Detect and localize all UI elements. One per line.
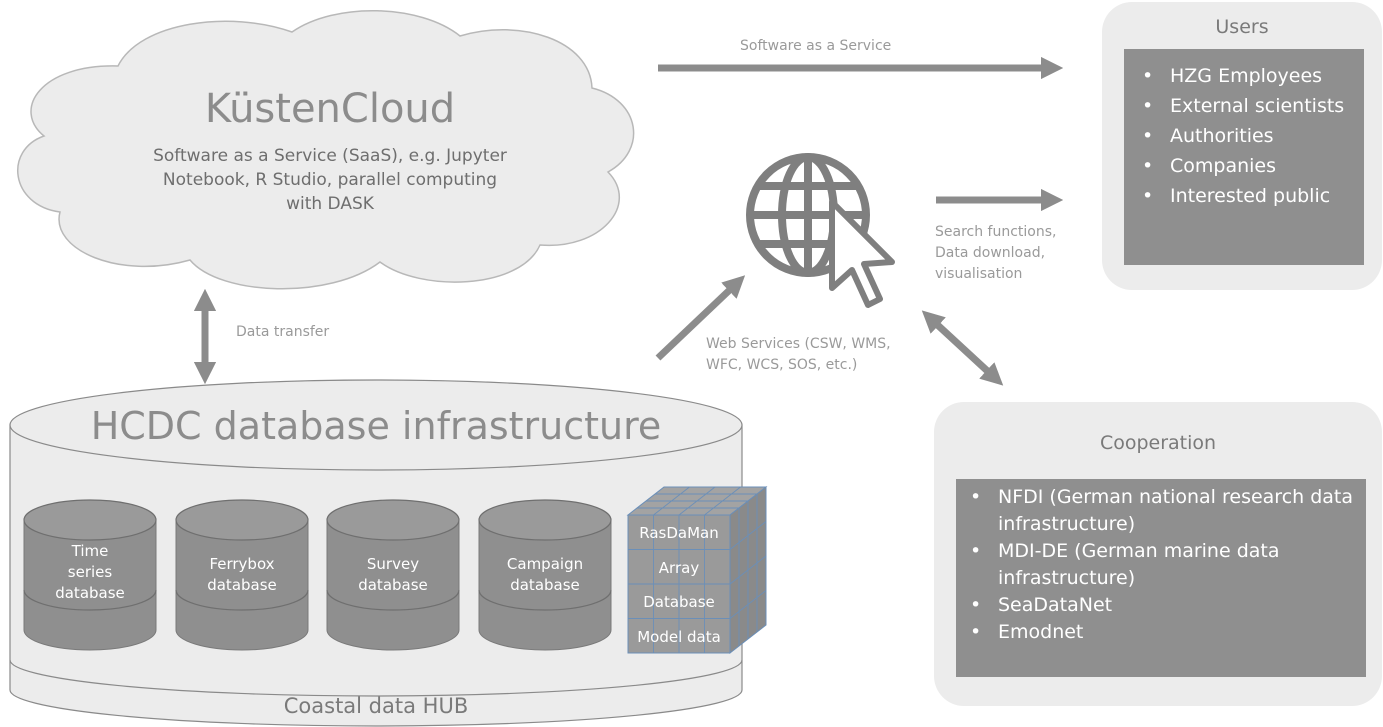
users-panel: Users HZG Employees External scientists … bbox=[1102, 2, 1382, 290]
time-series-db-label: Time series database bbox=[24, 541, 156, 604]
cloud-subtitle-line: with DASK bbox=[286, 194, 374, 214]
cooperation-list-item: SeaDataNet bbox=[956, 592, 1366, 619]
search-label-line: Search functions, bbox=[935, 224, 1057, 240]
arrow-cooperation bbox=[921, 310, 1004, 386]
data-transfer-label: Data transfer bbox=[236, 324, 330, 340]
db-label-line: database bbox=[510, 576, 580, 594]
db-label-line: database bbox=[55, 584, 125, 602]
hcdc-cylinder-inner-rim bbox=[9, 659, 743, 697]
array-db-label-database: Database bbox=[643, 593, 715, 611]
web-services-label-line: WFC, WCS, SOS, etc.) bbox=[706, 357, 858, 373]
web-services-label: Web Services (CSW, WMS, WFC, WCS, SOS, e… bbox=[706, 334, 891, 376]
cloud-shape bbox=[17, 10, 635, 290]
cooperation-list-item: Emodnet bbox=[956, 619, 1366, 646]
cooperation-panel: Cooperation NFDI (German national resear… bbox=[934, 402, 1382, 706]
db-label-line: Campaign bbox=[506, 555, 584, 573]
db-label-line: series bbox=[67, 563, 113, 581]
cooperation-list-item: MDI-DE (German marine data infrastructur… bbox=[956, 538, 1366, 592]
arrow-web-services bbox=[655, 275, 746, 361]
db-label-line: Ferrybox bbox=[209, 555, 275, 573]
campaign-db-label: Campaign database bbox=[479, 554, 611, 596]
db-label-line: database bbox=[207, 576, 277, 594]
database-cylinder-time-series bbox=[23, 499, 157, 651]
array-db-label-rasdaman: RasDaMan bbox=[639, 524, 719, 542]
database-cylinder-campaign bbox=[478, 499, 612, 651]
array-database-cube bbox=[626, 485, 768, 655]
search-label-line: Data download, bbox=[935, 245, 1046, 261]
database-cylinder-ferrybox bbox=[175, 499, 309, 651]
hcdc-title: HCDC database infrastructure bbox=[90, 404, 662, 448]
ferrybox-db-label: Ferrybox database bbox=[176, 554, 308, 596]
db-label-line: database bbox=[358, 576, 428, 594]
cursor-icon bbox=[829, 199, 895, 308]
cloud-subtitle: Software as a Service (SaaS), e.g. Jupyt… bbox=[60, 144, 600, 216]
cooperation-title: Cooperation bbox=[1099, 432, 1217, 454]
db-label-line: Time bbox=[71, 542, 109, 560]
cloud-subtitle-line: Notebook, R Studio, parallel computing bbox=[162, 170, 498, 190]
database-cylinder-survey bbox=[326, 499, 460, 651]
coastal-hub-label: Coastal data HUB bbox=[283, 694, 469, 718]
cloud-title: KüstenCloud bbox=[204, 86, 456, 132]
array-db-label-model-data: Model data bbox=[637, 628, 721, 646]
cooperation-list-item: NFDI (German national research data infr… bbox=[956, 484, 1366, 538]
cooperation-list: NFDI (German national research data infr… bbox=[956, 479, 1366, 677]
search-label-line: visualisation bbox=[935, 266, 1023, 282]
users-list-item: Interested public bbox=[1124, 181, 1364, 211]
users-list-item: External scientists bbox=[1124, 91, 1364, 121]
hcdc-cylinder-top bbox=[9, 379, 743, 471]
cloud-subtitle-line: Software as a Service (SaaS), e.g. Jupyt… bbox=[153, 146, 507, 166]
users-list-item: Authorities bbox=[1124, 121, 1364, 151]
users-list-item: Companies bbox=[1124, 151, 1364, 181]
db-label-line: Survey bbox=[366, 555, 420, 573]
web-services-label-line: Web Services (CSW, WMS, bbox=[706, 336, 891, 352]
array-db-label-array: Array bbox=[658, 559, 700, 577]
search-functions-label: Search functions, Data download, visuali… bbox=[935, 222, 1056, 285]
users-list-item: HZG Employees bbox=[1124, 61, 1364, 91]
users-list: HZG Employees External scientists Author… bbox=[1124, 49, 1364, 265]
survey-db-label: Survey database bbox=[327, 554, 459, 596]
users-title: Users bbox=[1215, 16, 1269, 38]
saas-edge-label: Software as a Service bbox=[740, 38, 892, 54]
